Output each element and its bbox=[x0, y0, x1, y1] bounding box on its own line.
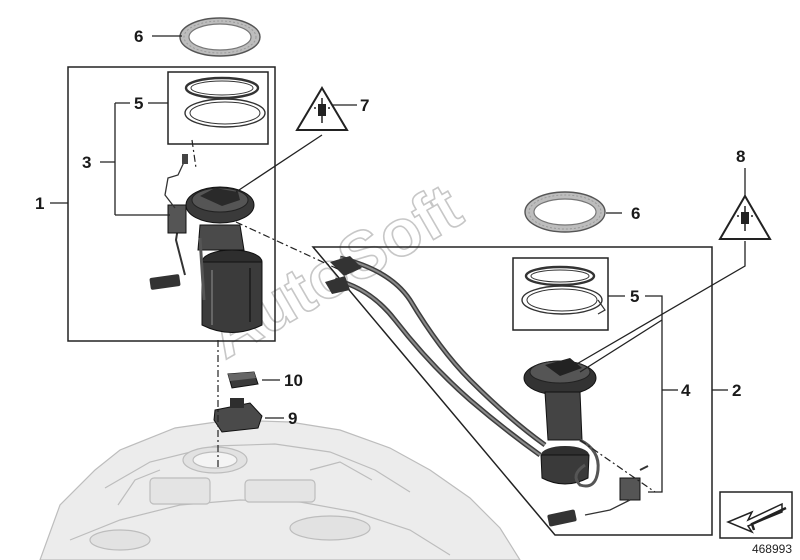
assembly-1-frame bbox=[67, 66, 276, 342]
callout-6-top: 6 bbox=[134, 27, 143, 46]
part-9-adapter bbox=[213, 398, 263, 433]
callout-7: 7 bbox=[360, 96, 369, 115]
callout-1: 1 bbox=[35, 194, 44, 213]
callout-5-right: 5 bbox=[630, 287, 639, 306]
locking-ring-part-6-right bbox=[524, 191, 606, 233]
gasket-rings-right bbox=[521, 265, 606, 315]
leader-lines bbox=[50, 35, 746, 493]
callout-8: 8 bbox=[736, 147, 745, 166]
assembly-2-frame bbox=[311, 246, 713, 536]
callout-2: 2 bbox=[732, 381, 741, 400]
locking-ring-part-6-top bbox=[179, 17, 261, 57]
connection-lines bbox=[191, 139, 656, 493]
fuel-tank bbox=[39, 419, 521, 560]
fuel-pump-warning-triangle-icon-2 bbox=[718, 194, 772, 240]
callout-4: 4 bbox=[681, 381, 691, 400]
fuel-pump-unit-right bbox=[325, 255, 649, 527]
fuel-pump-warning-triangle-icon bbox=[295, 86, 349, 131]
seal-kit-5-frame-right bbox=[512, 257, 609, 331]
seal-kit-5-frame-left bbox=[167, 71, 269, 145]
reference-number: 468993 bbox=[751, 542, 792, 556]
gasket-rings-left bbox=[184, 76, 266, 128]
arrow-down-left-icon[interactable] bbox=[719, 491, 793, 539]
part-10-cover bbox=[227, 371, 259, 389]
callout-10: 10 bbox=[284, 371, 303, 390]
callout-9: 9 bbox=[288, 409, 297, 428]
fuel-pump-unit-left bbox=[149, 154, 263, 333]
callout-3: 3 bbox=[82, 153, 91, 172]
callout-5-left: 5 bbox=[134, 94, 143, 113]
callout-6-right: 6 bbox=[631, 204, 640, 223]
